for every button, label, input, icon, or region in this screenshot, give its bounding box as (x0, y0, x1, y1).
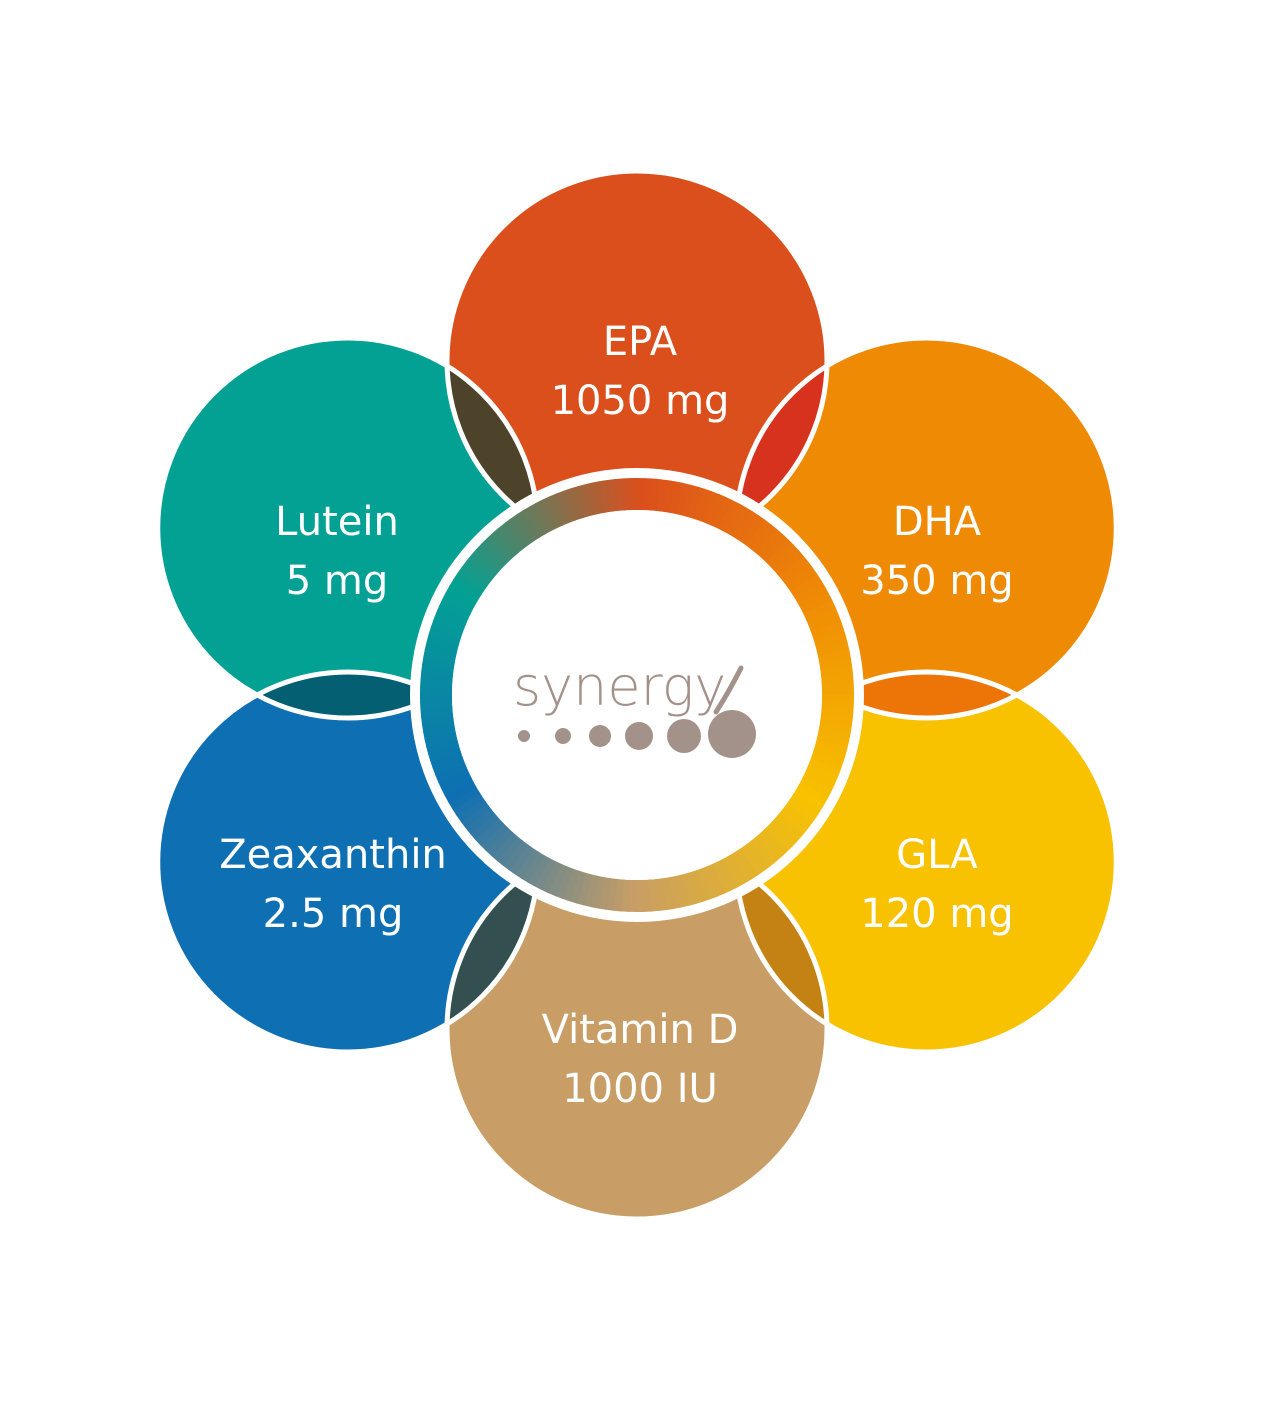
label-layer: EPA 1050 mg DHA 350 mg GLA 120 mg Vitamin D 100… (219, 319, 1013, 1112)
petal-amount-epa: 1050 mg (551, 378, 730, 424)
petal-amount-lutein: 5 mg (286, 558, 389, 604)
petal-amount-zeaxanthin: 2.5 mg (263, 891, 404, 937)
logo-dot (518, 730, 530, 742)
logo-dot (667, 719, 701, 753)
logo-y-tail (713, 665, 744, 715)
petal-name-gla: GLA (896, 832, 978, 878)
logo-dot (708, 710, 756, 758)
synergy-logo: synergy (513, 655, 756, 758)
logo-dot (589, 725, 611, 747)
logo-dot-sequence (518, 665, 756, 758)
center-hub: synergy (410, 468, 864, 922)
logo-dot (625, 722, 653, 750)
petal-name-lutein: Lutein (275, 499, 399, 545)
petal-epa (447, 171, 827, 551)
logo-dot (555, 728, 571, 744)
hub-inner-disc (452, 510, 822, 880)
hub-ring-segments (419, 477, 854, 912)
petal-amount-gla: 120 mg (860, 891, 1013, 937)
petal-vitamin-d (447, 839, 827, 1219)
petal-name-zeaxanthin: Zeaxanthin (219, 832, 447, 878)
petal-name-epa: EPA (603, 319, 678, 365)
petal-amount-vitamin-d: 1000 IU (562, 1066, 718, 1112)
petal-amount-dha: 350 mg (860, 558, 1013, 604)
brand-wordmark: synergy (513, 655, 726, 718)
petal-name-dha: DHA (893, 499, 982, 545)
petal-name-vitamin-d: Vitamin D (542, 1007, 739, 1053)
